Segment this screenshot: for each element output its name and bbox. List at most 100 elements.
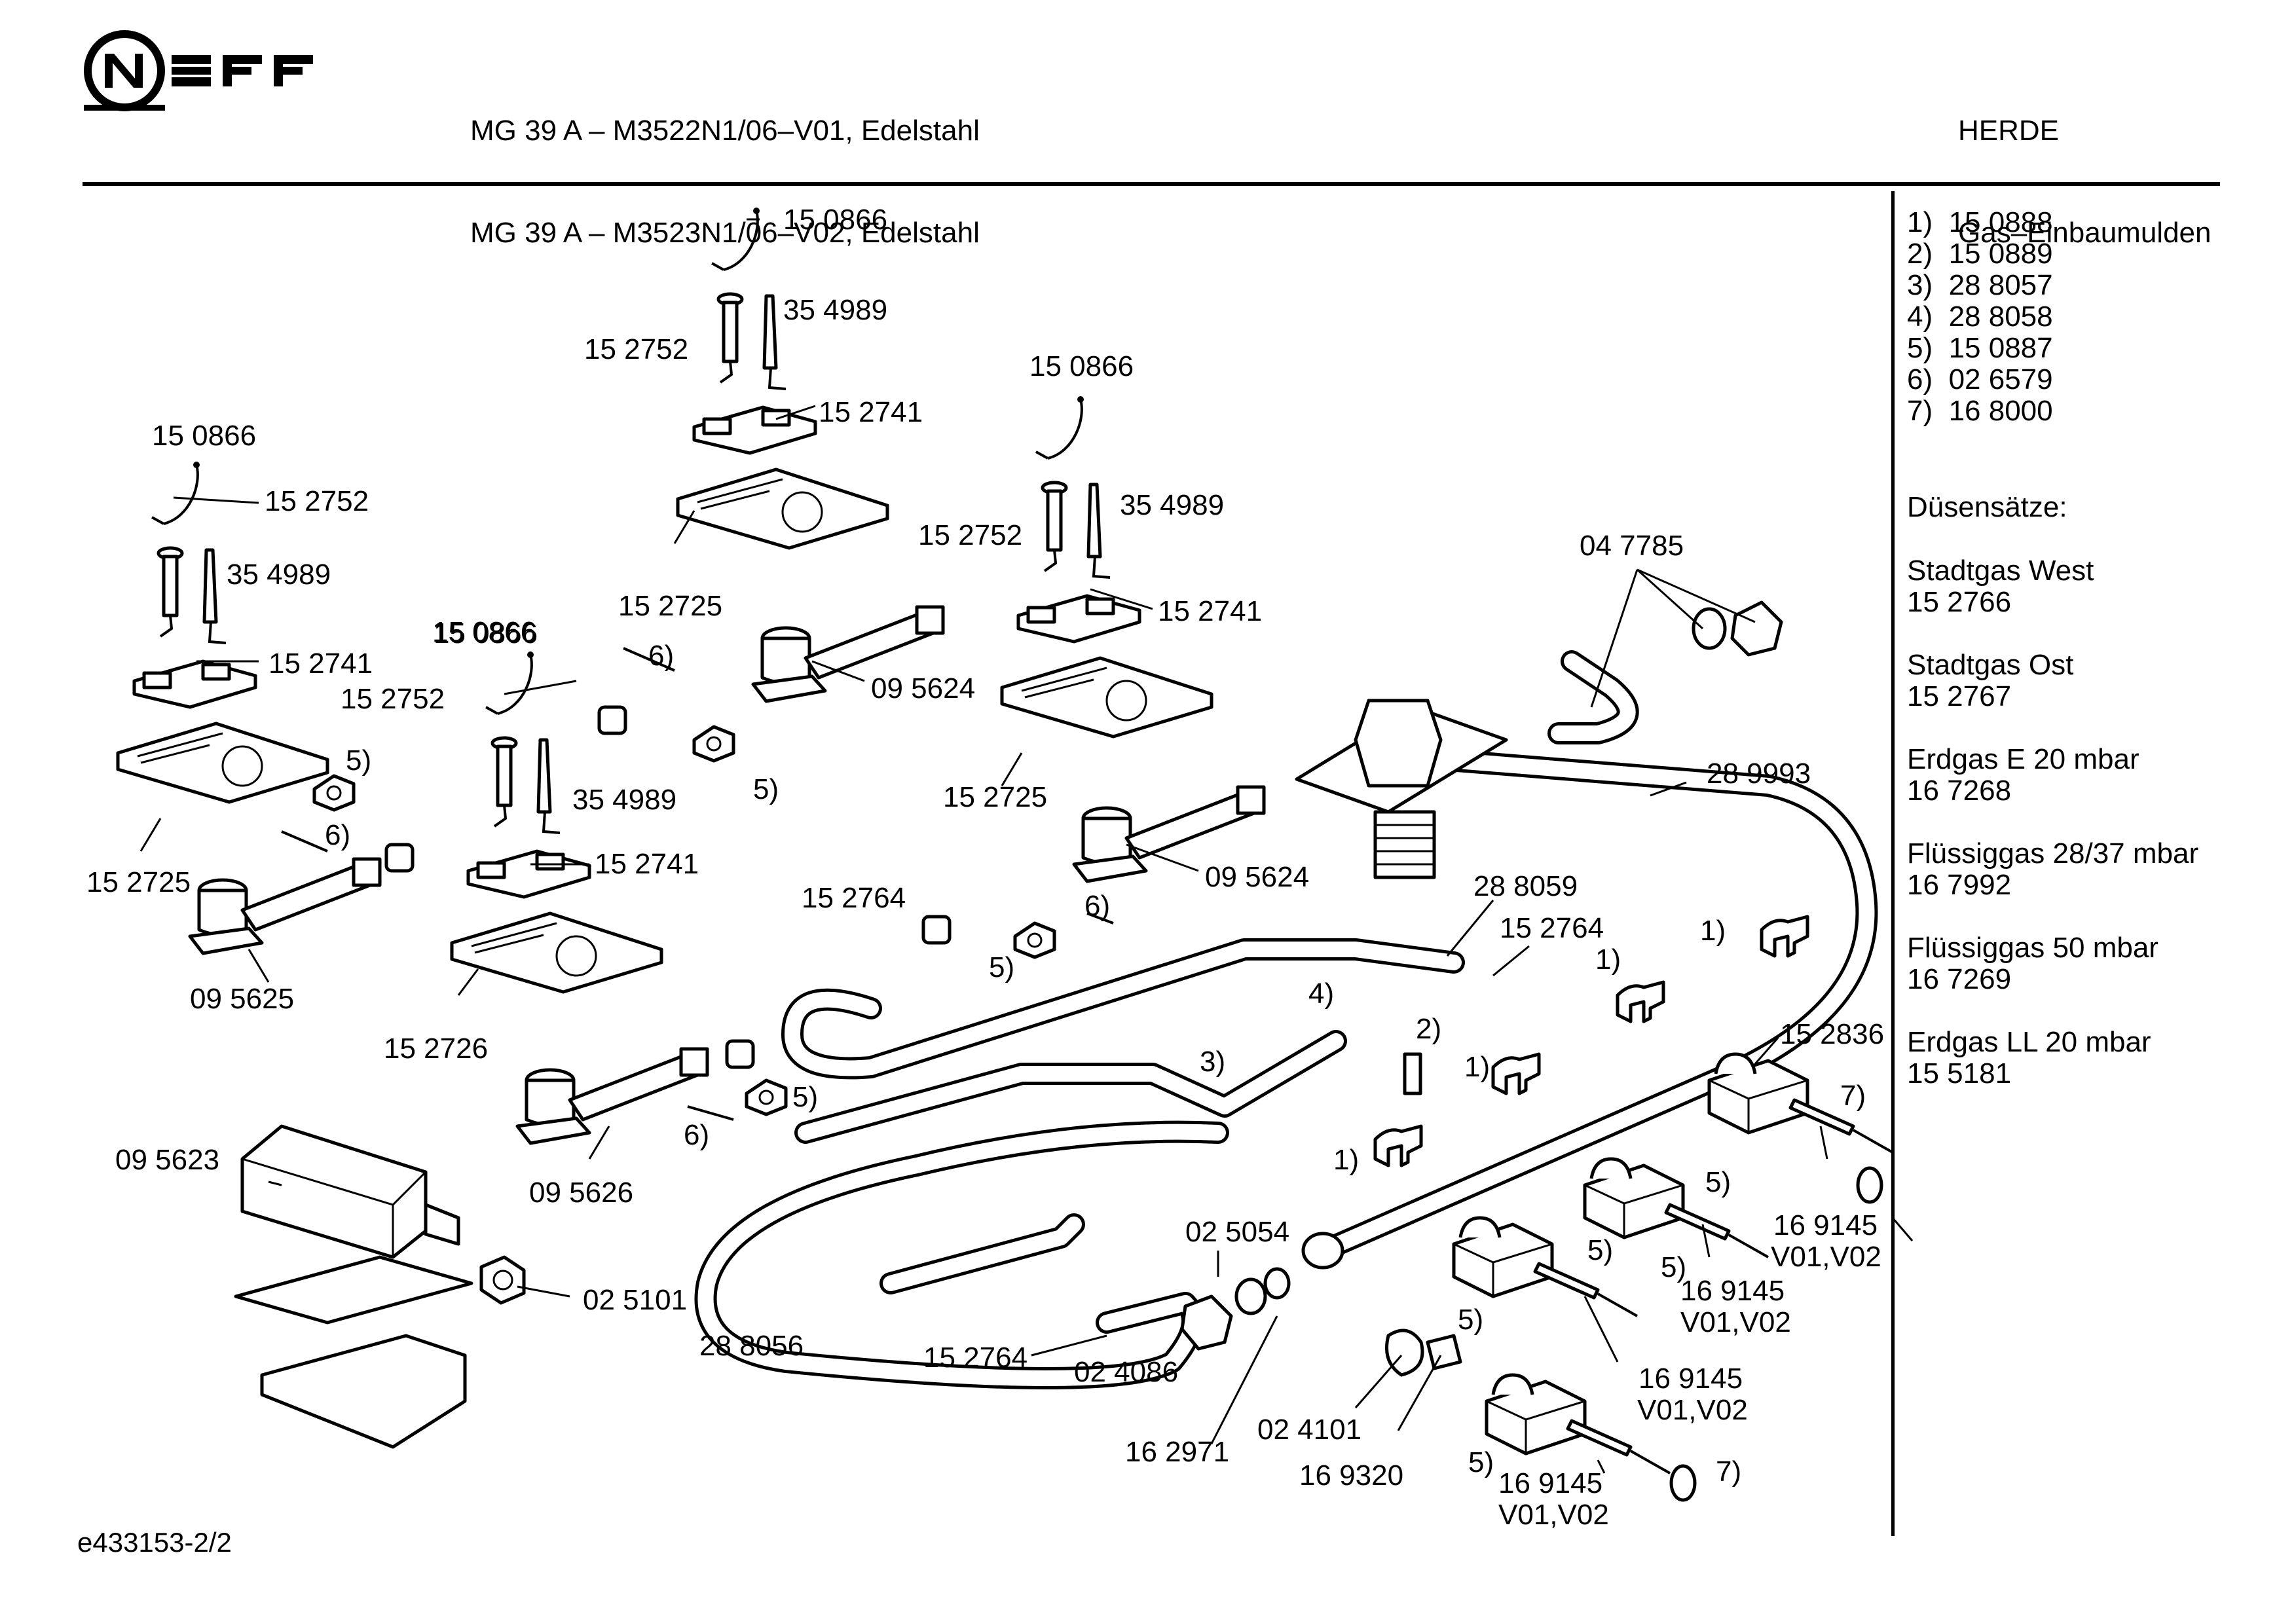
callout: 6) — [648, 640, 674, 672]
callout: 09 5624 — [871, 672, 975, 705]
nozzle-set-number: 16 7268 — [1907, 775, 2012, 807]
callout: 1) — [1700, 915, 1726, 947]
nozzle-sets-title: Düsensätze: — [1907, 491, 2067, 523]
callout: 7) — [1716, 1456, 1741, 1488]
callout: 16 9320 — [1299, 1459, 1403, 1492]
model-line-1: MG 39 A – M3522N1/06–V01, Edelstahl — [470, 115, 980, 147]
callout: 5) — [989, 951, 1014, 983]
nozzle-set-number: 16 7269 — [1907, 963, 2012, 995]
burner-assembly-top-center — [597, 208, 943, 761]
callout: 28 8056 — [699, 1330, 804, 1362]
callout: 5) — [1458, 1304, 1483, 1336]
main-gas-pipe — [1295, 699, 1878, 1270]
callout: 5) — [1468, 1446, 1494, 1478]
callout: 4) — [1308, 978, 1334, 1010]
nozzle-set-number: 16 7992 — [1907, 869, 2012, 901]
callout: 09 5625 — [190, 983, 294, 1015]
nozzle-set-name: Stadtgas West — [1907, 555, 2094, 587]
callout: 16 9145 — [1773, 1209, 1878, 1241]
callout: 16 9145 — [1639, 1363, 1743, 1395]
callout: 35 4989 — [227, 559, 331, 591]
legend-divider — [1891, 191, 1895, 1536]
nozzle-set-name: Stadtgas Ost — [1907, 649, 2074, 681]
callout: 35 4989 — [572, 784, 676, 816]
callout: 5) — [792, 1081, 818, 1113]
callout: 15 2752 — [918, 519, 1022, 551]
callout: 09 5626 — [529, 1177, 633, 1209]
callout: 3) — [1200, 1046, 1225, 1078]
model-line-2: MG 39 A – M3523N1/06–V02, Edelstahl — [470, 217, 980, 249]
callout: 28 9993 — [1707, 758, 1811, 790]
category-line-1: HERDE — [1958, 115, 2060, 147]
burner-assembly-left — [118, 462, 415, 953]
burner-assembly-top-right — [921, 396, 1264, 957]
document-id: e433153-2/2 — [77, 1527, 232, 1558]
callout: 15 2725 — [943, 781, 1047, 813]
callout: V01,V02 — [1637, 1394, 1748, 1426]
nozzle-set-name: Erdgas E 20 mbar — [1907, 743, 2139, 775]
callout: 15 0866 — [152, 420, 256, 452]
footnote-legend: 1) 15 0888 2) 15 0889 3) 28 8057 4) 28 8… — [1907, 207, 2053, 427]
pipe-fittings — [1180, 1166, 1883, 1502]
callout: 15 2725 — [86, 866, 191, 898]
callout: V01,V02 — [1498, 1499, 1609, 1531]
callout: 15 2764 — [1500, 912, 1604, 944]
callout: 5) — [1587, 1234, 1613, 1266]
callout: 15 0866 — [434, 617, 538, 650]
callout-labels: 15 0866 35 4989 15 2752 15 2741 15 0866 … — [86, 204, 1884, 1531]
callout: 15 2752 — [265, 485, 369, 517]
nozzle-set-name: Erdgas LL 20 mbar — [1907, 1026, 2151, 1058]
callout: 04 7785 — [1580, 530, 1684, 562]
callout: 15 2752 — [584, 333, 688, 365]
ignition-module — [234, 1124, 526, 1449]
callout: V01,V02 — [1680, 1306, 1791, 1338]
legend-item: 1) 15 0888 — [1907, 206, 2053, 238]
mounting-brackets — [1375, 917, 1807, 1165]
callout: 15 2764 — [923, 1342, 1028, 1374]
callout: 35 4989 — [1120, 489, 1224, 521]
legend-item: 2) 15 0889 — [1907, 238, 2053, 270]
nozzle-set-name: Flüssiggas 28/37 mbar — [1907, 837, 2199, 870]
callout: 16 9145 — [1680, 1275, 1785, 1307]
callout: 15 2741 — [1158, 595, 1262, 627]
burner-assembly-lower-center — [452, 651, 786, 1143]
callout: 15 2741 — [268, 648, 373, 680]
nozzle-set-number: 15 2766 — [1907, 586, 2012, 618]
distribution-tubes — [694, 938, 1465, 1389]
legend-item: 3) 28 8057 — [1907, 269, 2053, 301]
callout: 15 2836 — [1780, 1018, 1884, 1050]
category-line-2: Gas–Einbaumulden — [1958, 217, 2212, 249]
nozzle-set-number: 15 5181 — [1907, 1057, 2012, 1090]
callout: 5) — [1705, 1166, 1731, 1198]
leader-lines — [139, 218, 1914, 1474]
callout: 1) — [1464, 1051, 1490, 1083]
callout: V01,V02 — [1771, 1241, 1881, 1273]
callout: 15 0866 — [783, 204, 887, 236]
callout: 15 2764 — [802, 882, 906, 914]
callout: 09 5623 — [115, 1144, 219, 1176]
header-divider — [83, 182, 2220, 186]
callout: 09 5624 — [1205, 861, 1309, 893]
callout: 02 4086 — [1074, 1356, 1178, 1388]
legend-item: 7) 16 8000 — [1907, 395, 2053, 427]
callout: 6) — [325, 819, 350, 851]
callout: 28 8059 — [1473, 870, 1578, 902]
category-header: HERDE Gas–Einbaumulden — [1958, 46, 2211, 284]
callout: 5) — [753, 773, 779, 805]
callout: 02 4101 — [1257, 1414, 1361, 1446]
callout: 15 2752 — [341, 683, 445, 715]
callout: 02 5101 — [583, 1284, 687, 1316]
callout: 7) — [1840, 1080, 1866, 1112]
callout: 15 2741 — [819, 396, 923, 428]
callout: 2) — [1416, 1013, 1441, 1045]
callout: 6) — [684, 1119, 709, 1151]
model-list: MG 39 A – M3522N1/06–V01, Edelstahl MG 3… — [470, 46, 980, 284]
